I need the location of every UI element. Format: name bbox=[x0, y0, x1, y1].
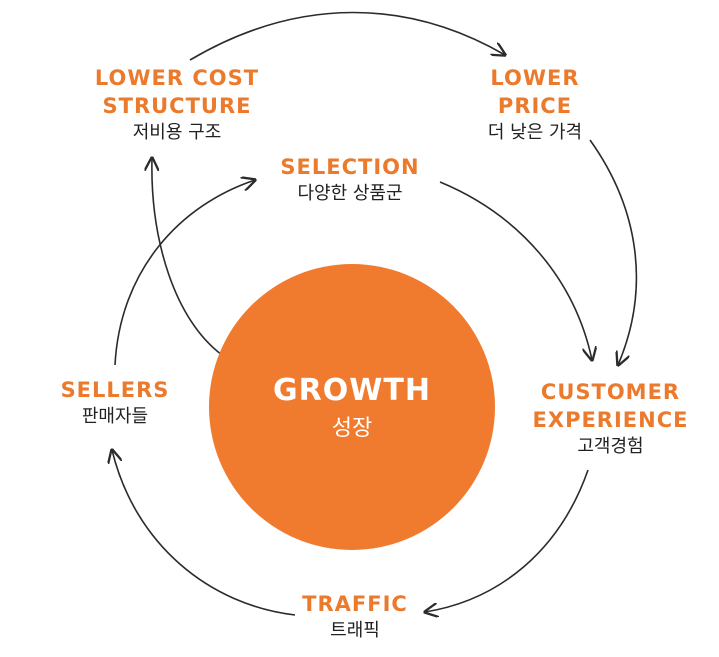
growth-title: GROWTH bbox=[273, 373, 431, 408]
node-label-ko: 고객경험 bbox=[577, 436, 644, 457]
node-label-ko: 트래픽 bbox=[330, 620, 380, 641]
node-lower-price: LOWER PRICE 더 낮은 가격 bbox=[455, 64, 615, 146]
node-label-en: LOWER COST STRUCTURE bbox=[94, 66, 260, 118]
node-sellers: SELLERS 판매자들 bbox=[45, 376, 185, 430]
arrow-experience-to-traffic bbox=[425, 469, 589, 612]
growth-circle bbox=[209, 264, 495, 550]
growth-subtitle: 성장 bbox=[331, 416, 373, 441]
node-label-ko: 저비용 구조 bbox=[132, 122, 222, 143]
node-label-ko: 판매자들 bbox=[81, 406, 149, 427]
node-label-en: LOWER PRICE bbox=[490, 66, 580, 118]
node-customer-experience: CUSTOMER EXPERIENCE 고객경험 bbox=[508, 378, 713, 460]
node-label-en: CUSTOMER EXPERIENCE bbox=[532, 380, 689, 432]
arrow-growth-to-cost bbox=[152, 158, 223, 356]
node-label-en: SELLERS bbox=[60, 378, 170, 402]
node-label-ko: 더 낮은 가격 bbox=[487, 122, 583, 143]
node-label-ko: 다양한 상품군 bbox=[297, 183, 403, 204]
arrow-price-to-experience bbox=[589, 139, 638, 365]
node-label-en: SELECTION bbox=[280, 155, 420, 179]
node-label-en: TRAFFIC bbox=[302, 592, 408, 616]
arrow-sellers-to-selection bbox=[114, 180, 255, 366]
node-lower-cost-structure: LOWER COST STRUCTURE 저비용 구조 bbox=[72, 64, 282, 146]
node-selection: SELECTION 다양한 상품군 bbox=[255, 153, 445, 207]
arrow-selection-to-experience bbox=[439, 181, 592, 360]
arrow-traffic-to-sellers bbox=[112, 450, 296, 616]
arrow-cost-to-price bbox=[189, 11, 505, 61]
node-traffic: TRAFFIC 트래픽 bbox=[275, 590, 435, 644]
